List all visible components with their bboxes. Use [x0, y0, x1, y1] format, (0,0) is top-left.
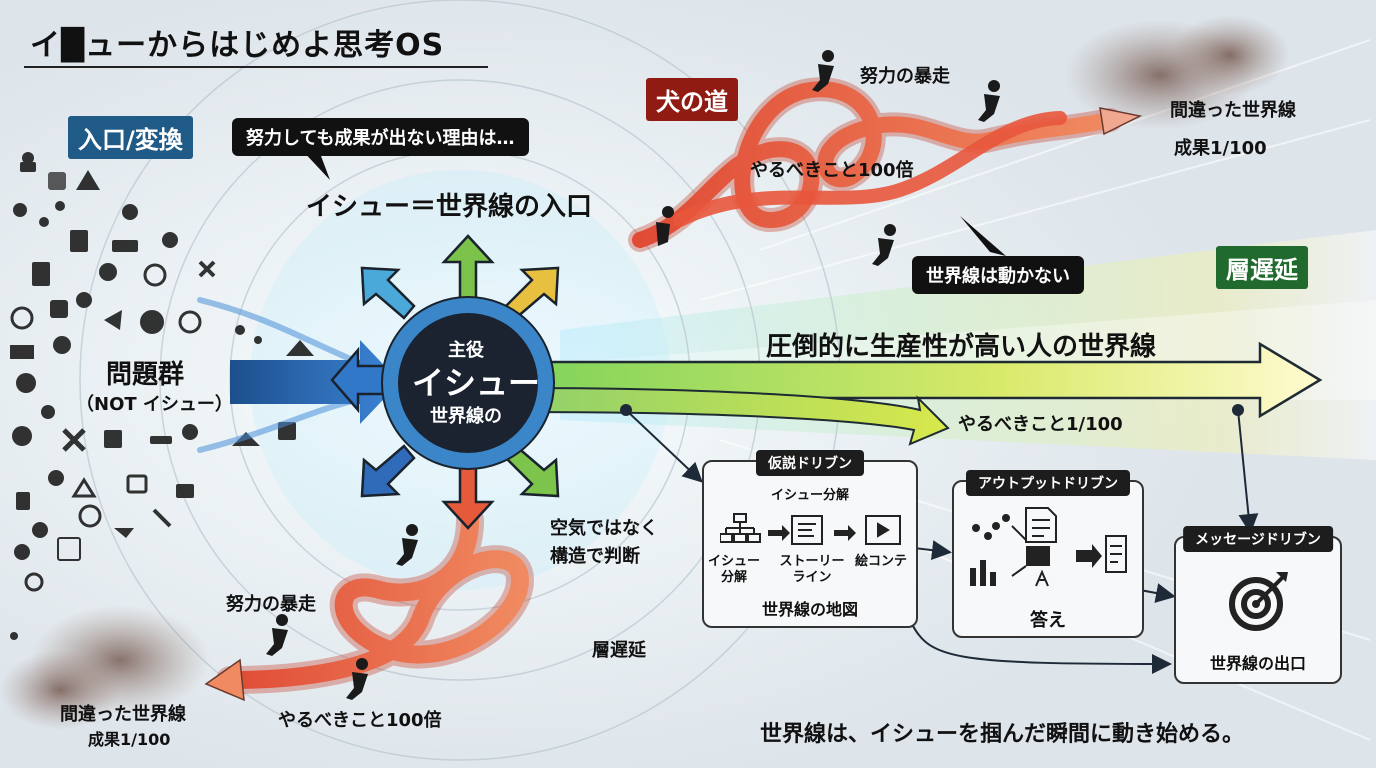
- layer-delay-tag: 層遅延: [1216, 246, 1308, 289]
- hub-top-label: 主役: [448, 340, 484, 361]
- page-title: イ█ューからはじめよ思考OS: [30, 28, 445, 63]
- bottom-todo-100x-label: やるべきこと100倍: [278, 710, 442, 731]
- top-result-label: 成果1/100: [1174, 138, 1267, 159]
- title-underline: [24, 66, 488, 68]
- step2-label-a: ストーリー: [779, 554, 845, 569]
- issue-entrance-label: イシュー＝世界線の入口: [306, 192, 593, 222]
- analysis-icons: [970, 507, 1127, 587]
- hypothesis-box-title: 仮説ドリブン: [756, 450, 864, 476]
- message-box-footer: 世界線の出口: [1209, 654, 1306, 673]
- tagline: 世界線は、イシューを掴んだ瞬間に動き始める。: [760, 722, 1245, 747]
- problem-group-title: 問題群: [106, 360, 185, 390]
- step1-label-b: 分解: [720, 570, 747, 585]
- message-box: メッセージドリブン 世界線の出口: [1174, 526, 1342, 684]
- world-not-moving-bubble: 世界線は動かない: [912, 256, 1084, 294]
- effort-question-bubble: 努力しても成果が出ない理由は…: [232, 118, 529, 156]
- bottom-result-label: 成果1/100: [88, 730, 171, 749]
- step1-label-a: イシュー: [708, 554, 761, 569]
- output-box-title: アウトプットドリブン: [966, 470, 1130, 496]
- todo-1-100-label: やるべきこと1/100: [958, 414, 1123, 435]
- top-todo-100x-label: やるべきこと100倍: [750, 160, 914, 181]
- step3-label: 絵コンテ: [854, 554, 907, 569]
- bottom-layer-delay-label: 層遅延: [592, 640, 646, 661]
- hypothesis-box: 仮説ドリブン イシュー分解 イシュー 分解 ストーリー ライン 絵コンテ 世界線…: [702, 450, 918, 628]
- hub-issue-label: イシュー: [412, 364, 541, 402]
- bottom-wrong-world-label: 間違った世界線: [60, 704, 186, 725]
- bottom-effort-runaway-label: 努力の暴走: [226, 594, 316, 615]
- hypothesis-box-footer: 世界線の地図: [761, 600, 858, 619]
- flow-icons: [720, 513, 901, 545]
- top-wrong-world-label: 間違った世界線: [1170, 100, 1296, 121]
- step2-label-b: ライン: [792, 570, 832, 585]
- message-box-title: メッセージドリブン: [1183, 526, 1333, 552]
- output-box-footer: 答え: [1030, 610, 1066, 631]
- hypothesis-box-subtitle: イシュー分解: [770, 488, 849, 503]
- dog-path-tag: 犬の道: [646, 78, 738, 121]
- output-box: アウトプットドリブン 答え: [952, 470, 1144, 638]
- problem-group-subtitle: （NOT イシュー）: [76, 394, 233, 415]
- target-icon: [1229, 572, 1288, 631]
- judge-line-2: 構造で判断: [550, 546, 640, 567]
- hub-bottom-label: 世界線の: [430, 406, 502, 427]
- top-effort-runaway-label: 努力の暴走: [860, 66, 950, 87]
- entrance-tag: 入口/変換: [68, 116, 193, 159]
- main-arrow-label: 圧倒的に生産性が高い人の世界線: [766, 332, 1157, 362]
- judge-line-1: 空気ではなく: [550, 518, 658, 539]
